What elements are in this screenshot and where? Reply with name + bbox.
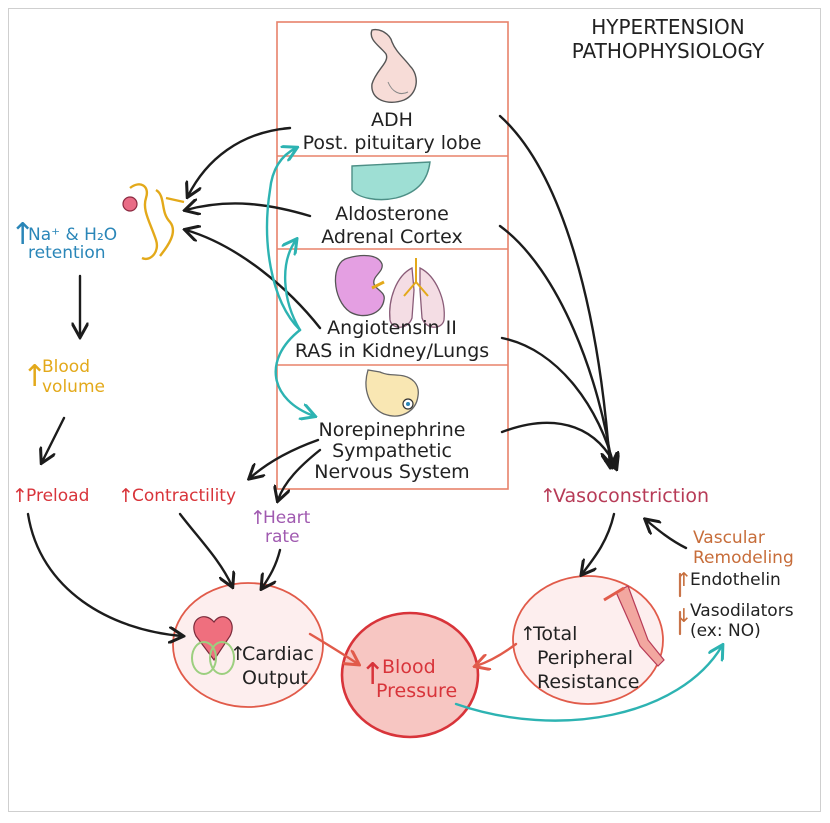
heart-icon [191, 616, 235, 675]
cardiac-output-to-bp-arrow [308, 632, 358, 664]
remodeling-line2: Remodeling [693, 548, 794, 568]
nervous-system-label: Nervous System [314, 461, 469, 483]
aldosterone-source-label: Adrenal Cortex [321, 226, 463, 248]
angiotensin-to-aldosterone-arrow [285, 240, 302, 332]
remodeling-to-vasoconstriction-arrow [646, 520, 688, 550]
sympathetic-label: Sympathetic [332, 440, 452, 462]
endothelin-label: Endothelin [690, 570, 781, 590]
preload-to-cardiac-output-arrow [26, 512, 182, 636]
angiotensin-to-adh-arrow [265, 148, 302, 332]
volume-to-preload-arrow [42, 416, 66, 462]
norepinephrine-to-vasoconstriction-arrow [500, 421, 616, 468]
kidney-icon [334, 254, 385, 317]
heart-rate-to-cardiac-output-arrow [262, 548, 282, 588]
tpr-line1: Total [532, 623, 577, 645]
tpr-line3: Resistance [537, 671, 639, 693]
cardiac-output-line1: Cardiac [242, 643, 314, 665]
tpr-up-arrow: ↑ [520, 623, 536, 645]
cardiac-output-circle [172, 582, 324, 708]
hormone-column [276, 21, 509, 490]
preload-label: Preload [26, 486, 89, 506]
preload-up-arrow: ↑ [12, 485, 28, 507]
norepinephrine-to-heart-rate-arrow [278, 448, 322, 500]
remodeling-line1: Vascular [693, 528, 765, 548]
contractility-to-cardiac-output-arrow [178, 512, 232, 586]
cardiac-output-up-arrow: ↑ [230, 643, 246, 665]
angiotensin-label: Angiotensin II [327, 317, 457, 339]
blood-volume-line1: Blood [42, 357, 90, 377]
vessel-icon [603, 585, 665, 667]
retention-line1: Na⁺ & H₂O [28, 225, 117, 245]
vasoconstriction-up-arrow: ↑ [540, 485, 556, 507]
blood-pressure-line2: Pressure [376, 680, 457, 702]
tpr-line2: Peripheral [537, 647, 633, 669]
cardiac-output-line2: Output [242, 667, 308, 689]
norepinephrine-to-contractility-arrow [250, 438, 320, 478]
lungs-icon [389, 258, 445, 328]
angiotensin-to-vasoconstriction-arrow [500, 336, 614, 466]
heart-rate-line2: rate [265, 527, 300, 547]
heart-rate-line1: Heart [263, 508, 311, 528]
bp-to-vasodilators-arrow [454, 646, 722, 722]
angiotensin-to-norepinephrine-arrow [274, 328, 314, 416]
heart-rate-up-arrow: ↑ [250, 507, 266, 529]
aldosterone-to-vasoconstriction-arrow [498, 224, 612, 466]
retention-up-arrow: ↑ [10, 217, 35, 252]
diagram-title-line2: PATHOPHYSIOLOGY [572, 39, 765, 63]
vasoconstriction-to-tpr-arrow [582, 512, 616, 574]
blood-pressure-up-arrow: ↑ [360, 657, 385, 692]
adh-to-vasoconstriction-arrow [498, 114, 610, 466]
retention-line2: retention [28, 243, 106, 263]
adh-source-label: Post. pituitary lobe [303, 132, 482, 154]
diagram-title-line1: HYPERTENSION [591, 15, 745, 39]
angiotensin-to-kidney-arrow [186, 230, 322, 330]
vasodilators-line1: Vasodilators [690, 601, 794, 621]
angiotensin-source-label: RAS in Kidney/Lungs [295, 340, 489, 362]
blood-volume-line2: volume [42, 377, 105, 397]
nephron-icon [122, 183, 185, 261]
aldosterone-label: Aldosterone [335, 203, 449, 225]
contractility-up-arrow: ↑ [118, 485, 134, 507]
sympathetic-ganglion-icon [365, 369, 419, 417]
vasodilators-line2: (ex: NO) [690, 621, 761, 641]
pituitary-icon [370, 28, 417, 103]
norepinephrine-label: Norepinephrine [319, 419, 466, 441]
aldosterone-to-kidney-arrow [186, 203, 312, 218]
adrenal-gland-icon [351, 161, 431, 201]
contractility-label: Contractility [132, 486, 236, 506]
blood-pressure-line1: Blood [382, 656, 436, 678]
adh-to-kidney-arrow [188, 126, 292, 196]
blood-pressure-circle [340, 611, 480, 739]
vasoconstriction-label: Vasoconstriction [553, 485, 709, 507]
blood-volume-up-arrow: ↑ [22, 359, 47, 394]
adh-label: ADH [371, 109, 413, 131]
tpr-to-bp-arrow [476, 642, 518, 666]
